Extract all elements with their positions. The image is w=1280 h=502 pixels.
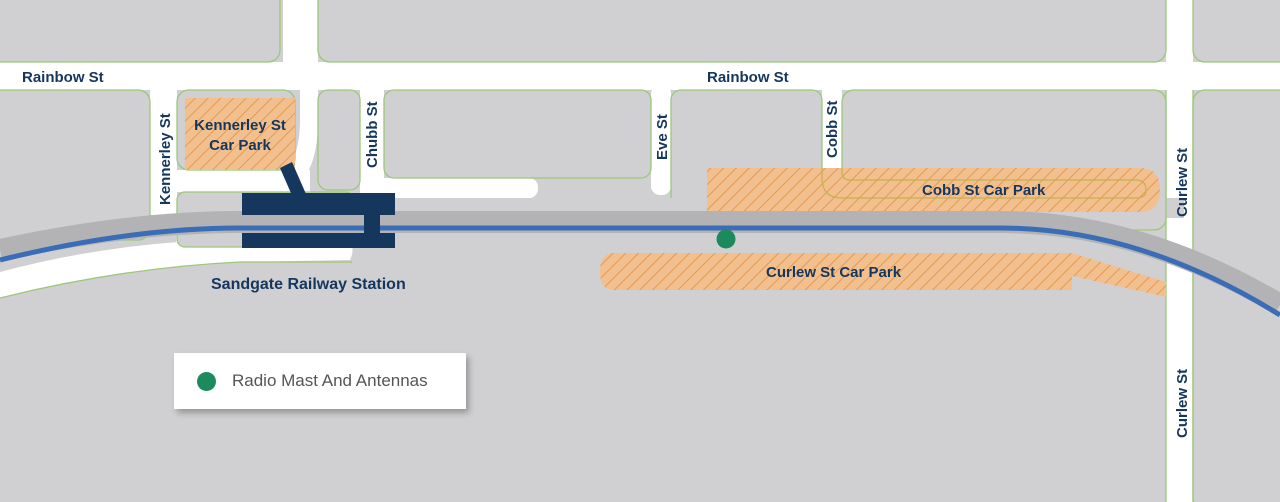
labels: Rainbow St Rainbow St Kennerley St Chubb…	[22, 69, 1191, 438]
car-park-label-kennerley-line1: Kennerley St	[194, 117, 286, 134]
map-legend: Radio Mast And Antennas	[174, 353, 466, 409]
rail-bed	[0, 211, 1280, 315]
car-park-cobb-area[interactable]	[707, 168, 1160, 212]
car-park-label-cobb: Cobb St Car Park	[922, 182, 1046, 199]
car-park-kennerley-area[interactable]	[185, 98, 295, 170]
road-north-connector-west[interactable]	[283, 0, 318, 70]
rail-line	[0, 225, 1280, 318]
street-label-rainbow-st-east: Rainbow St	[707, 69, 789, 86]
station-label: Sandgate Railway Station	[211, 276, 406, 293]
street-label-curlew-st-north: Curlew St	[1174, 148, 1191, 217]
road-station-access[interactable]	[170, 170, 310, 192]
road-cobb-st[interactable]	[822, 85, 842, 175]
road-chubb-lane[interactable]	[370, 178, 538, 198]
road-rainbow-st[interactable]	[0, 62, 1280, 90]
street-label-chubb-st: Chubb St	[364, 101, 381, 168]
railway	[0, 211, 1280, 318]
street-label-eve-st: Eve St	[654, 114, 671, 160]
car-parks	[185, 98, 1166, 297]
street-label-rainbow-st-west: Rainbow St	[22, 69, 104, 86]
road-south-curve[interactable]	[0, 240, 353, 298]
radio-mast-marker[interactable]	[716, 229, 736, 249]
road-eve-st[interactable]	[651, 85, 671, 195]
street-label-cobb-st: Cobb St	[824, 101, 841, 159]
car-park-curlew-area[interactable]	[600, 253, 1166, 297]
street-label-kennerley-st: Kennerley St	[157, 113, 174, 205]
car-park-label-kennerley-line2: Car Park	[209, 137, 271, 154]
road-kennerley-st[interactable]	[150, 85, 177, 215]
car-park-label-curlew: Curlew St Car Park	[766, 264, 902, 281]
legend-label-radio-mast: Radio Mast And Antennas	[232, 371, 428, 390]
street-label-curlew-st-south: Curlew St	[1174, 369, 1191, 438]
station-building[interactable]	[242, 162, 395, 248]
radio-mast-legend-icon	[197, 371, 216, 391]
